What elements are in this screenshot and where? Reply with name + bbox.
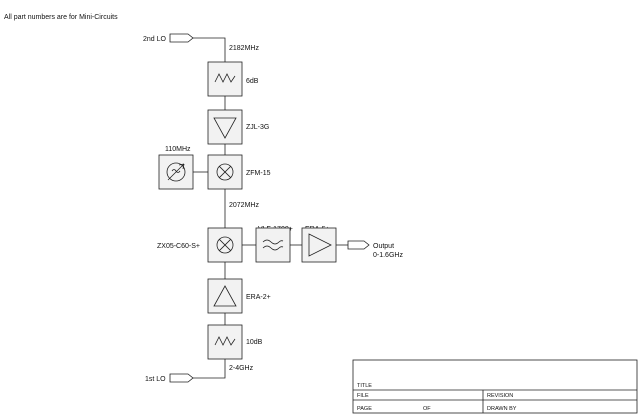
oscillator-icon bbox=[166, 162, 186, 182]
freq-2nd-lo: 2182MHz bbox=[229, 45, 259, 52]
title-block: TITLE FILE REVISION PAGE OF DRAWN BY bbox=[352, 359, 638, 414]
revision-field: REVISION bbox=[487, 393, 513, 399]
port-1st-lo-label: 1st LO bbox=[145, 376, 166, 383]
port-2nd-lo-label: 2nd LO bbox=[143, 36, 167, 43]
lowpass-filter: VLF-1700+ bbox=[255, 226, 293, 263]
attenuator-bottom-label: 10dB bbox=[246, 339, 263, 346]
mixer-top-label: ZFM-15 bbox=[246, 170, 271, 177]
attenuator-icon bbox=[214, 73, 236, 83]
amplifier-bottom: ERA-2+ bbox=[207, 278, 271, 314]
attenuator-bottom: 10dB bbox=[207, 324, 263, 360]
port-icon bbox=[169, 33, 194, 43]
amplifier-output: ERA-5+ bbox=[301, 226, 337, 263]
attenuator-top: 6dB bbox=[207, 61, 259, 97]
port-output: Output 0-1.6GHz bbox=[347, 240, 403, 259]
mixer-main-label: ZX05-C60-S+ bbox=[157, 243, 200, 250]
amplifier-icon bbox=[308, 233, 332, 257]
port-output-range: 0-1.6GHz bbox=[373, 252, 403, 259]
mixer-icon bbox=[216, 236, 234, 254]
mixer-main: ZX05-C60-S+ bbox=[157, 227, 243, 263]
header-note: All part numbers are for Mini-Circuits bbox=[4, 14, 118, 21]
file-field: FILE bbox=[357, 393, 369, 399]
mixer-top: ZFM-15 bbox=[207, 154, 271, 190]
port-output-label: Output bbox=[373, 243, 394, 250]
attenuator-icon bbox=[214, 336, 236, 346]
of-field: OF bbox=[423, 406, 431, 412]
port-2nd-lo: 2nd LO bbox=[143, 33, 194, 43]
mixer-icon bbox=[216, 163, 234, 181]
port-1st-lo: 1st LO bbox=[145, 373, 194, 383]
amplifier-icon bbox=[213, 285, 237, 307]
title-field: TITLE bbox=[357, 383, 372, 389]
wires bbox=[193, 37, 348, 379]
lowpass-filter-icon bbox=[262, 239, 284, 251]
attenuator-top-label: 6dB bbox=[246, 78, 259, 85]
amplifier-top: ZJL-3G bbox=[207, 109, 269, 145]
oscillator: 110MHz bbox=[158, 146, 194, 190]
port-icon bbox=[347, 240, 370, 250]
drawn-by-field: DRAWN BY bbox=[487, 406, 517, 412]
amplifier-icon bbox=[213, 117, 237, 139]
freq-if: 2072MHz bbox=[229, 202, 259, 209]
page-field: PAGE bbox=[357, 406, 372, 412]
amplifier-top-label: ZJL-3G bbox=[246, 124, 269, 131]
port-icon bbox=[169, 373, 194, 383]
oscillator-label: 110MHz bbox=[165, 146, 191, 153]
freq-1st-lo: 2-4GHz bbox=[229, 365, 254, 372]
amplifier-bottom-label: ERA-2+ bbox=[246, 294, 271, 301]
